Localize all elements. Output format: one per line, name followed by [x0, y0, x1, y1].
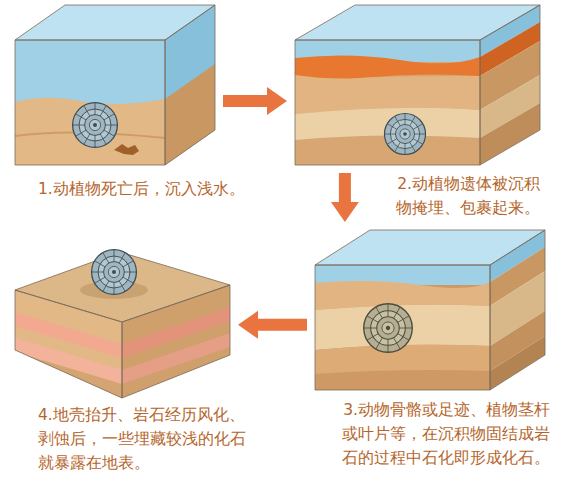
process-stage: 4.地壳抬升、岩石经历风化、 剥蚀后，一些埋藏较浅的化石 就暴露在地表。 [15, 245, 230, 400]
sediment-side [165, 64, 215, 165]
sediment-side [480, 103, 540, 165]
rock-layer [315, 345, 490, 374]
block-edge [15, 290, 122, 398]
sediment [295, 40, 480, 165]
block-edge [15, 5, 215, 40]
stage-caption: 3.动物骨骼或足迹、植物茎杆 或叶片等，在沉积物固结成岩 石的过程中石化即形成化… [328, 398, 550, 470]
front-layers [315, 265, 490, 390]
pink-layer [15, 338, 122, 384]
block-edge [315, 265, 490, 390]
flow-arrow [331, 173, 359, 222]
block-edge [15, 40, 165, 165]
side-layers [480, 5, 540, 165]
flow-arrow [223, 87, 287, 115]
side-layers [490, 230, 545, 390]
process-stage: 2.动植物遗体被沉积 物掩埋、包裹起来。 [295, 5, 540, 165]
process-stage: 3.动物骨骼或足迹、植物茎杆 或叶片等，在沉积物固结成岩 石的过程中石化即形成化… [315, 230, 545, 390]
sediment [315, 265, 490, 390]
rock-side [490, 336, 545, 390]
stage-caption: 4.地壳抬升、岩石经历风化、 剥蚀后，一些埋藏较浅的化石 就暴露在地表。 [38, 403, 253, 475]
flow-arrow [238, 311, 307, 339]
block-buried [295, 5, 540, 165]
rock-side [122, 285, 230, 400]
sediment [15, 98, 165, 165]
water-side [165, 5, 215, 165]
fossil [364, 304, 413, 353]
block-edge [165, 5, 215, 165]
sediment-layer [295, 75, 480, 114]
stage-caption: 1.动植物死亡后，沉入浅水。 [38, 177, 268, 201]
block-edge [295, 5, 540, 40]
process-stage: 1.动植物死亡后，沉入浅水。 [15, 5, 215, 165]
side-layers [122, 285, 230, 400]
rock-layer [15, 352, 122, 400]
block-fossilised [315, 230, 545, 390]
block-edge [315, 230, 545, 265]
block-uplifted [15, 250, 230, 400]
stage-caption: 2.动植物遗体被沉积 物掩埋、包裹起来。 [360, 172, 540, 220]
block-edge [122, 285, 230, 398]
rock-layer [15, 290, 122, 400]
block-edge [480, 5, 540, 165]
block-edge [295, 40, 480, 165]
exposed-fossil [92, 250, 137, 295]
front-layers [15, 290, 122, 400]
block-edge [490, 230, 545, 390]
soft-remains [114, 144, 139, 155]
ammonite [73, 103, 118, 148]
block-sea-floor [15, 5, 215, 165]
water [15, 40, 165, 165]
front-layers [295, 40, 480, 165]
ammonite [384, 113, 425, 154]
